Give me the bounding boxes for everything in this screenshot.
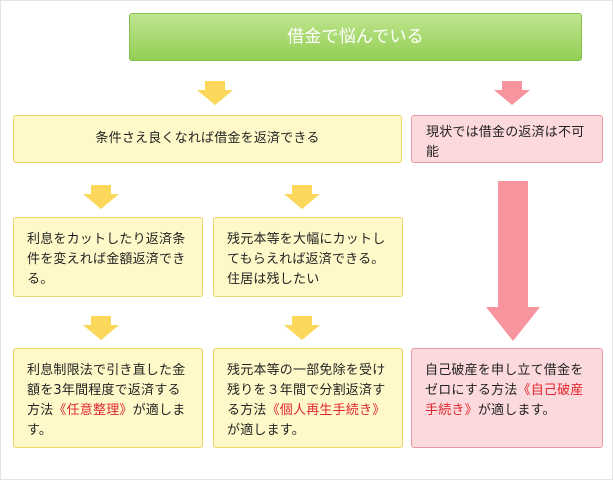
bankruptcy-highlight: 《自己破産手続き》	[425, 383, 584, 418]
rehabilitation-suffix: が適します。	[227, 423, 305, 438]
node-individual-rehabilitation: 残元本等の一部免除を受け残りを３年間で分割返済する方法《個人再生手続き》が適しま…	[213, 348, 403, 448]
voluntary-suffix: が適します。	[27, 403, 186, 438]
down-arrow-yellow	[284, 185, 320, 209]
down-arrow-pink	[494, 81, 530, 105]
node-repayment-impossible-text: 現状では借金の返済は不可能	[426, 125, 585, 160]
down-arrow-yellow	[284, 316, 320, 340]
node-principal-cut: 残元本等を大幅にカットしてもらえれば返済できる。住居は残したい	[213, 217, 403, 297]
down-arrow-yellow	[83, 316, 119, 340]
node-repayable-if-conditions-text: 条件さえ良くなれば借金を返済できる	[95, 131, 320, 146]
node-bankruptcy: 自己破産を申し立て借金をゼロにする方法《自己破産手続き》が適します。	[411, 348, 603, 448]
long-down-arrow-pink	[486, 181, 540, 341]
node-in-debt-text: 借金で悩んでいる	[287, 27, 424, 47]
node-in-debt: 借金で悩んでいる	[129, 13, 582, 61]
node-voluntary-arrangement: 利息制限法で引き直した金額を3年間程度で返済する方法《任意整理》が適します。	[13, 348, 203, 448]
node-interest-cut: 利息をカットしたり返済条件を変えれば金額返済できる。	[13, 217, 203, 297]
node-repayable-if-conditions: 条件さえ良くなれば借金を返済できる	[13, 115, 402, 163]
node-interest-cut-text: 利息をカットしたり返済条件を変えれば金額返済できる。	[27, 232, 186, 287]
down-arrow-yellow	[197, 81, 233, 105]
down-arrow-yellow	[83, 185, 119, 209]
voluntary-text: 利息制限法で引き直した金額を3年間程度で返済する方法	[27, 363, 186, 418]
bankruptcy-text: 自己破産を申し立て借金をゼロにする方法	[425, 363, 584, 398]
node-repayment-impossible: 現状では借金の返済は不可能	[411, 115, 603, 163]
rehabilitation-text: 残元本等の一部免除を受け残りを３年間で分割返済する方法	[227, 363, 386, 418]
voluntary-highlight: 《任意整理》	[53, 403, 133, 418]
bankruptcy-suffix: が適します。	[477, 403, 556, 418]
rehabilitation-highlight: 《個人再生手続き》	[266, 403, 386, 418]
node-principal-cut-text: 残元本等を大幅にカットしてもらえれば返済できる。住居は残したい	[227, 232, 386, 287]
